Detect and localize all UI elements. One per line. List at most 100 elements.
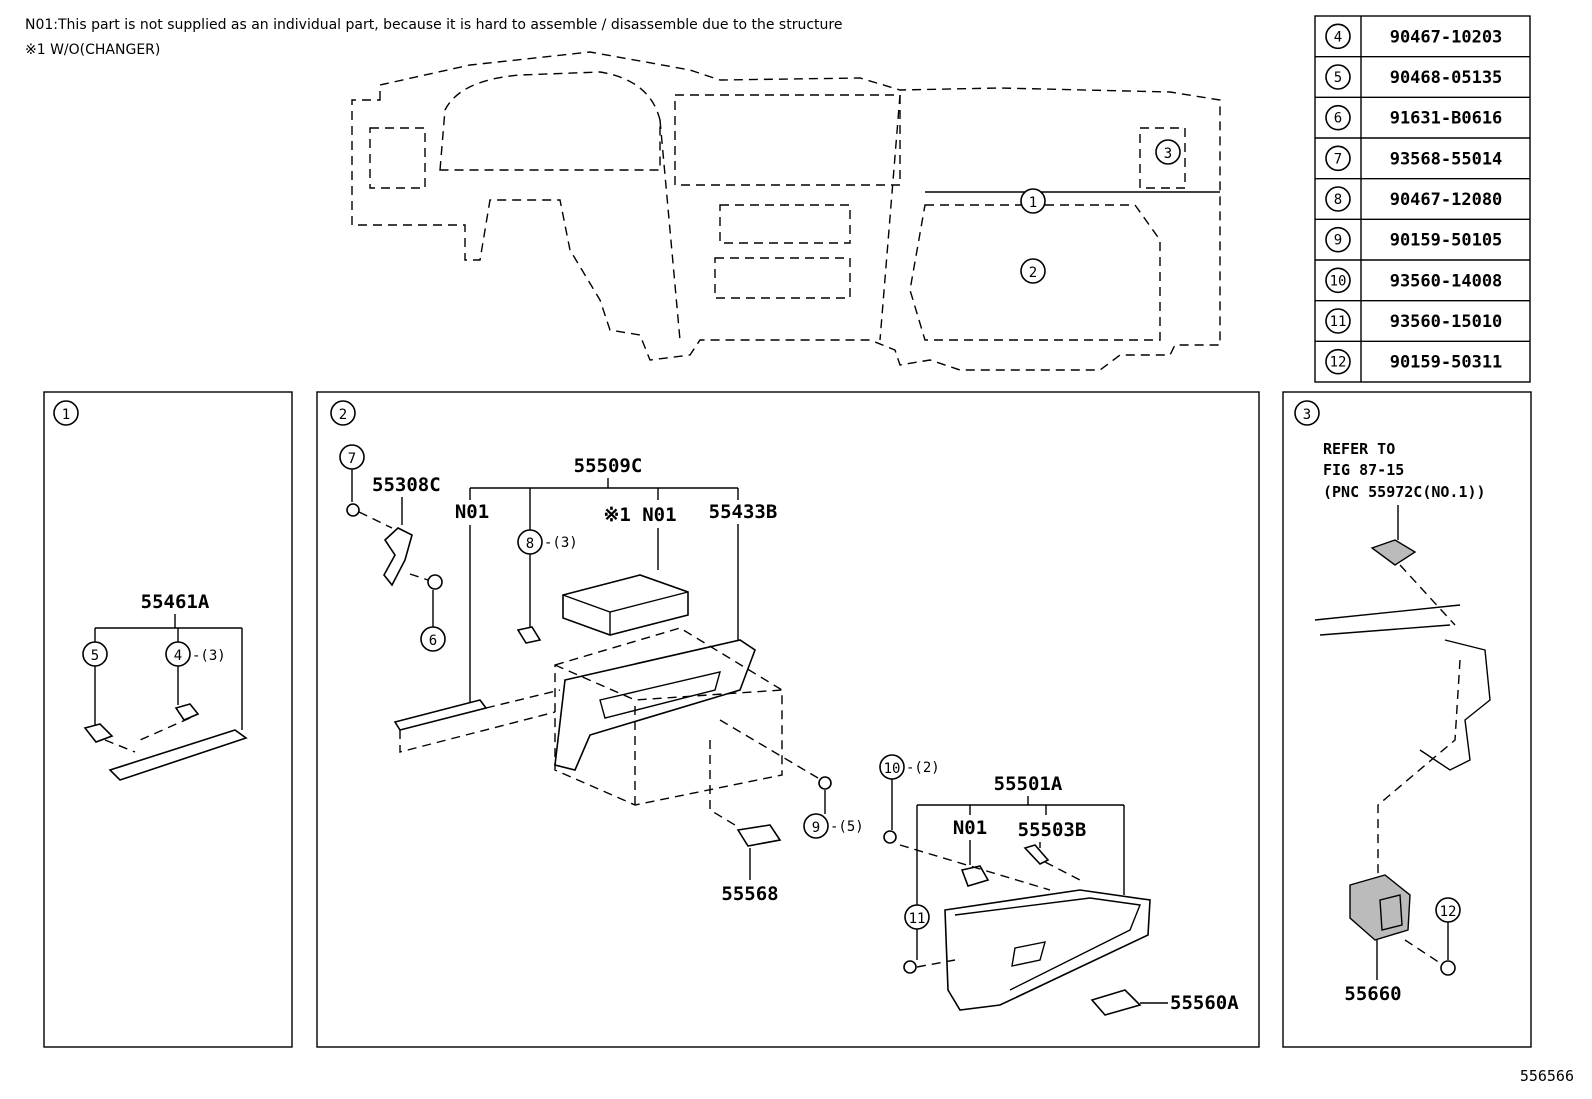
part-n01-latch — [960, 865, 990, 887]
part-changer-box-edges — [562, 591, 689, 635]
dash-refer — [1399, 564, 1456, 626]
part-55560a — [1090, 989, 1142, 1016]
label-x1-n01: ※1 N01 — [603, 504, 676, 526]
center-vent-outline — [719, 204, 851, 244]
panel-3-border — [1282, 391, 1532, 1048]
label-55560a: 55560A — [1170, 992, 1239, 1014]
panel-1: 1 55461A 5 4 -(3) — [43, 391, 293, 1048]
part-55660-grille — [1379, 894, 1403, 931]
dashboard-edge-sketch — [1314, 604, 1491, 771]
svg-text:10: 10 — [884, 761, 901, 777]
parts-table-ref: 9 — [1334, 233, 1342, 249]
parts-table-ref-circle — [1325, 145, 1351, 172]
svg-text:6: 6 — [429, 633, 437, 649]
panel-3-id: 3 — [1303, 407, 1311, 423]
label-n01-b: N01 — [953, 817, 987, 839]
part-55501a-inner — [954, 897, 1141, 991]
meter-cluster-outline — [439, 71, 661, 171]
parts-table-part-number: 90468-05135 — [1390, 68, 1503, 88]
left-vent-outline — [369, 127, 426, 189]
part-changer-box — [562, 574, 689, 636]
dash-55501a — [899, 844, 1081, 891]
label-55503b: 55503B — [1018, 819, 1087, 841]
label-55501a: 55501A — [994, 773, 1063, 795]
parts-table-ref-circle — [1325, 308, 1351, 334]
part-55308c-bracket — [383, 527, 413, 587]
parts-table-ref: 7 — [1334, 151, 1342, 167]
parts-table-ref-circle — [1325, 226, 1351, 253]
audio-panel-outline — [714, 257, 851, 299]
panel-1-border — [43, 391, 293, 1048]
label-55308c: 55308C — [372, 474, 441, 496]
leader-55509c-children — [469, 524, 739, 702]
figure-number: 556566 — [1519, 1067, 1574, 1085]
label-55660: 55660 — [1344, 983, 1401, 1005]
parts-table-ref: 6 — [1334, 111, 1342, 127]
part-55503b-bolt — [1023, 844, 1050, 865]
overview-callout-3: 3 — [1155, 139, 1181, 165]
dashboard-overview — [351, 51, 1221, 371]
panel-3: 3 REFER TO FIG 87-15 (PNC 55972C(NO.1)) … — [1282, 391, 1532, 1048]
refer-line-2: FIG 87-15 — [1323, 461, 1404, 479]
refer-line-3: (PNC 55972C(NO.1)) — [1323, 483, 1486, 501]
panel-2-id-circle — [330, 400, 356, 426]
parts-table-part-number: 90159-50311 — [1390, 353, 1503, 373]
panel-1-dash-leaders — [104, 717, 191, 753]
part-damper-rod — [393, 699, 488, 731]
note-n01: N01:This part is not supplied as an indi… — [25, 17, 843, 33]
dash-55568 — [709, 740, 741, 829]
callout-10-qty: -(2) — [906, 760, 940, 776]
svg-text:4: 4 — [174, 648, 182, 664]
svg-text:8: 8 — [526, 536, 534, 552]
overview-callout-1: 1 — [1020, 188, 1046, 214]
parts-table-part-number: 93560-14008 — [1390, 271, 1503, 291]
clip-part-4 — [174, 703, 200, 721]
leader-5-4 — [94, 666, 179, 725]
dash-55660 — [1377, 659, 1461, 880]
label-n01-a: N01 — [455, 501, 489, 523]
leader-55509c — [469, 478, 739, 530]
dash-7 — [358, 511, 393, 529]
svg-text:9: 9 — [812, 820, 820, 836]
svg-text:12: 12 — [1440, 904, 1457, 920]
svg-text:5: 5 — [91, 648, 99, 664]
part-55461a-panel — [108, 729, 248, 781]
parts-table-ref-circle — [1325, 104, 1351, 131]
panel-2-border — [316, 391, 1260, 1048]
parts-table-ref: 10 — [1330, 273, 1347, 289]
leader-55461a — [94, 614, 243, 730]
parts-table-part-number: 90467-12080 — [1390, 190, 1503, 210]
parts-table-ref: 12 — [1330, 355, 1347, 371]
callout-4-qty: -(3) — [192, 648, 226, 664]
refer-line-1: REFER TO — [1323, 440, 1395, 458]
parts-table-part-number: 93560-15010 — [1390, 312, 1503, 332]
panel-2-id: 2 — [339, 407, 347, 423]
dash-9 — [719, 719, 819, 779]
part-6-nut — [427, 574, 443, 590]
parts-table-ref: 11 — [1330, 314, 1347, 330]
callout-6 — [420, 626, 446, 652]
right-vent-outline — [1139, 127, 1186, 189]
center-cluster-sides — [659, 94, 901, 341]
parts-table-ref: 8 — [1334, 192, 1342, 208]
dash-6 — [409, 573, 429, 581]
part-7-screw — [346, 503, 360, 517]
svg-text:11: 11 — [909, 911, 926, 927]
part-12-screw — [1440, 960, 1456, 976]
dash-11 — [916, 959, 956, 968]
callout-8-qty: -(3) — [544, 535, 578, 551]
callout-9 — [803, 813, 829, 839]
part-55501a-glovebox — [944, 889, 1151, 1011]
parts-table-part-number: 90159-50105 — [1390, 231, 1503, 251]
clip-part-8 — [516, 626, 542, 644]
clip-part-5 — [83, 723, 114, 743]
svg-text:2: 2 — [1029, 265, 1037, 281]
dash-12 — [1404, 939, 1441, 964]
part-55972c-ref — [1370, 539, 1417, 566]
label-55509c: 55509C — [574, 455, 643, 477]
overview-callout-2: 2 — [1020, 258, 1046, 284]
part-9-screw — [818, 776, 832, 790]
parts-table-part-number: 93568-55014 — [1390, 149, 1503, 169]
label-55461a: 55461A — [141, 591, 210, 613]
